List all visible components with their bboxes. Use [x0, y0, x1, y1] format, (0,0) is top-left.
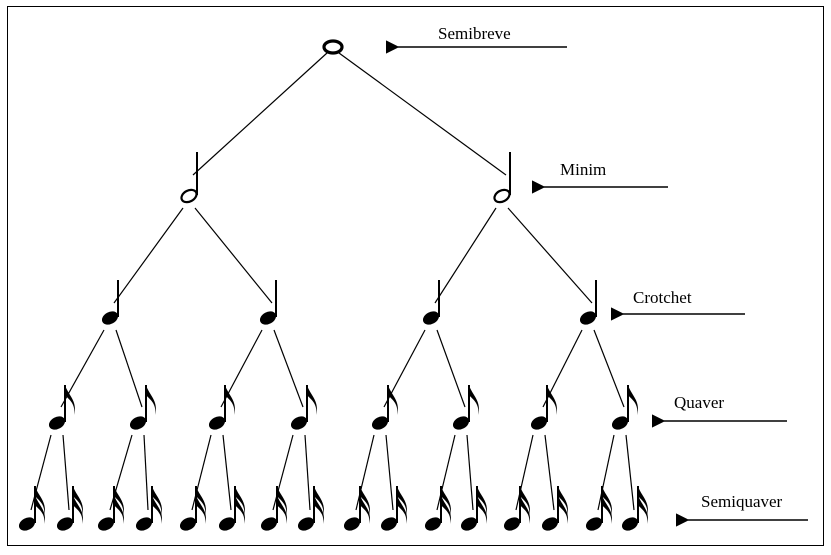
quaver-note — [129, 385, 156, 430]
semiquaver-note — [56, 486, 83, 531]
tree-connector — [273, 329, 304, 408]
semiquaver-note — [585, 486, 612, 531]
tree-connector — [515, 434, 534, 511]
quaver-note — [530, 385, 557, 430]
quaver-note — [208, 385, 235, 430]
tree-connector — [434, 207, 497, 304]
tree-notes — [18, 39, 648, 531]
label-semiquaver: Semiquaver — [701, 492, 783, 511]
tree-connector — [194, 207, 273, 304]
label-semibreve: Semibreve — [438, 24, 511, 43]
semiquaver-note — [97, 486, 124, 531]
tree-connector — [143, 434, 149, 511]
tree-connector — [625, 434, 635, 511]
tree-connector — [385, 434, 394, 511]
tree-connector — [597, 434, 615, 511]
tree-connectors — [30, 52, 635, 511]
label-quaver: Quaver — [674, 393, 724, 412]
tree-connector — [507, 207, 593, 304]
crotchet-note — [259, 280, 277, 325]
semiquaver-note — [503, 486, 530, 531]
tree-connector — [436, 329, 466, 408]
quaver-note — [611, 385, 638, 430]
crotchet-note — [101, 280, 119, 325]
tree-connector — [304, 434, 311, 511]
semiquaver-note — [135, 486, 162, 531]
tree-connector — [466, 434, 474, 511]
semiquaver-note — [541, 486, 568, 531]
crotchet-note — [422, 280, 440, 325]
quaver-note — [48, 385, 75, 430]
semiquaver-note — [179, 486, 206, 531]
label-minim: Minim — [560, 160, 606, 179]
label-crotchet: Crotchet — [633, 288, 692, 307]
semiquaver-note — [297, 486, 324, 531]
tree-connector — [593, 329, 625, 408]
semibreve-note — [322, 39, 344, 55]
label-arrows — [385, 40, 808, 527]
minim-note — [180, 152, 198, 204]
semiquaver-note — [621, 486, 648, 531]
tree-connector — [338, 52, 507, 176]
semiquaver-note — [218, 486, 245, 531]
semiquaver-note — [18, 486, 45, 531]
tree-connector — [222, 434, 232, 511]
tree-connector — [113, 207, 184, 304]
semiquaver-note — [260, 486, 287, 531]
quaver-note — [290, 385, 317, 430]
tree-connector — [192, 52, 328, 176]
semiquaver-note — [343, 486, 370, 531]
quaver-note — [452, 385, 479, 430]
level-labels: Semibreve Minim Crotchet Quaver Semiquav… — [438, 24, 783, 511]
diagram-frame — [7, 6, 824, 546]
semiquaver-note — [460, 486, 487, 531]
tree-connector — [544, 434, 555, 511]
semiquaver-note — [424, 486, 451, 531]
minim-note — [493, 152, 511, 204]
tree-connector — [115, 329, 143, 408]
quaver-note — [371, 385, 398, 430]
semiquaver-note — [380, 486, 407, 531]
tree-connector — [62, 434, 70, 511]
crotchet-note — [579, 280, 597, 325]
